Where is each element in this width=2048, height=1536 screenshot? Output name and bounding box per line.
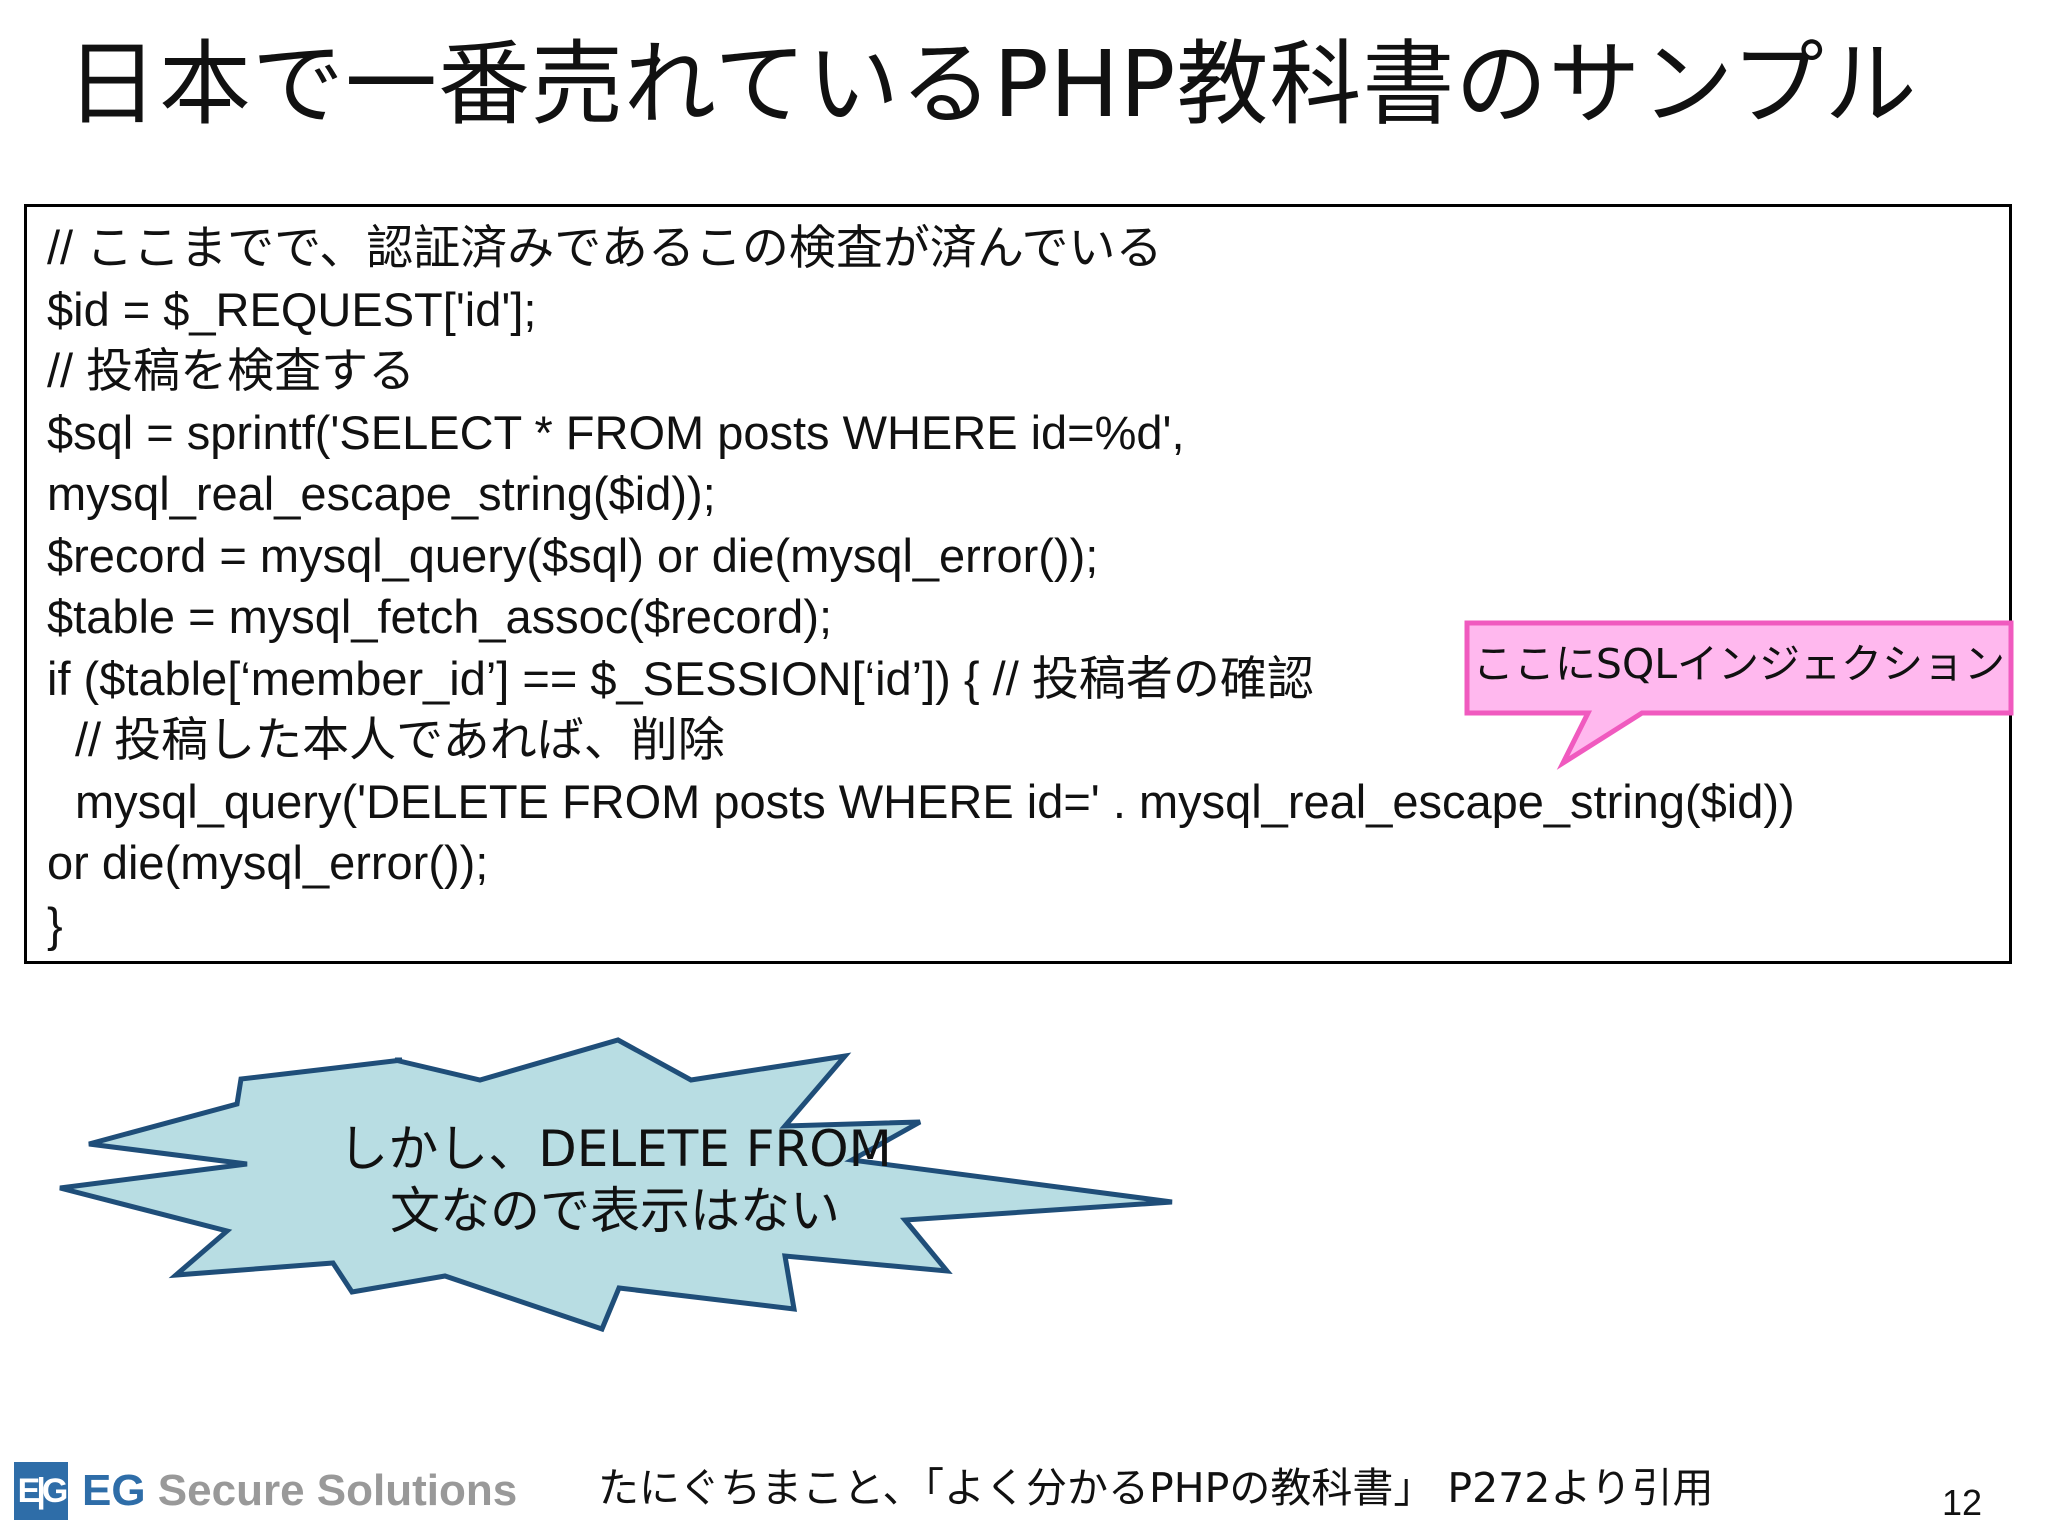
- page-number: 12: [1942, 1482, 1983, 1523]
- burst-text: しかし、DELETE FROM 文なので表示はない: [305, 1118, 925, 1242]
- slide-title: 日本で一番売れているPHP教科書のサンプル: [66, 31, 1918, 138]
- code-line: $record = mysql_query($sql) or die(mysql…: [47, 528, 1099, 582]
- code-line: // 投稿を検査する: [47, 344, 416, 397]
- logo-mark-icon: E|G: [14, 1462, 68, 1520]
- sql-injection-callout: [1464, 620, 2014, 770]
- logo-text-rest: Secure Solutions: [145, 1466, 518, 1515]
- code-line: }: [47, 897, 63, 951]
- code-line: mysql_real_escape_string($id));: [47, 467, 716, 520]
- burst-shape: [59, 1037, 1173, 1333]
- code-line: or die(mysql_error());: [47, 836, 489, 889]
- code-line: $sql = sprintf('SELECT * FROM posts WHER…: [47, 405, 1185, 459]
- code-line: $id = $_REQUEST['id'];: [47, 282, 537, 336]
- logo-text: EG Secure Solutions: [82, 1466, 517, 1516]
- explosion-burst: [59, 1037, 1173, 1333]
- callout-text: ここにSQLインジェクション: [1472, 640, 2006, 688]
- burst-text-line2: 文なので表示はない: [390, 1182, 840, 1240]
- company-logo: E|G EG Secure Solutions: [14, 1462, 517, 1520]
- logo-text-eg: EG: [82, 1466, 146, 1515]
- code-line: $table = mysql_fetch_assoc($record);: [47, 590, 833, 643]
- code-line: if ($table[‘member_id’] == $_SESSION[‘id…: [47, 651, 1314, 705]
- code-line: // ここまでで、認証済みであるこの検査が済んでいる: [47, 221, 1163, 274]
- burst-text-line1: しかし、DELETE FROM: [338, 1120, 892, 1178]
- code-line: // 投稿した本人であれば、削除: [75, 713, 725, 766]
- callout-shape: [1464, 620, 2014, 770]
- citation-text: たにぐちまこと、「よく分かるPHPの教科書」 P272より引用: [598, 1464, 1714, 1512]
- code-line: mysql_query('DELETE FROM posts WHERE id=…: [75, 774, 1795, 828]
- code-block: // ここまでで、認証済みであるこの検査が済んでいる $id = $_REQUE…: [24, 204, 2012, 964]
